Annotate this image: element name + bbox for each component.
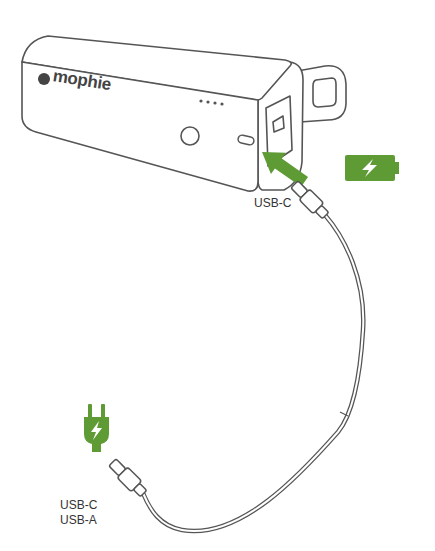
usb-plug [107, 457, 149, 499]
led-row [199, 99, 223, 105]
connector-label: USB-A [60, 513, 97, 527]
wall-adapter-icon [84, 404, 109, 452]
usb-c-plug [289, 179, 331, 221]
cable-core [143, 215, 363, 531]
logo-badge [38, 73, 50, 85]
connector-label: USB-C [254, 196, 291, 210]
cable [143, 215, 363, 531]
insert-arrow [255, 141, 313, 192]
usb-c-port [237, 134, 254, 145]
power-button [181, 127, 199, 145]
cable-joint [340, 412, 348, 416]
loop-hole [313, 78, 336, 107]
power-bank [22, 36, 346, 191]
front-face [22, 62, 258, 191]
cap-mark [273, 116, 284, 132]
battery-icon [345, 155, 399, 181]
connector-label: USB-C [60, 498, 97, 512]
